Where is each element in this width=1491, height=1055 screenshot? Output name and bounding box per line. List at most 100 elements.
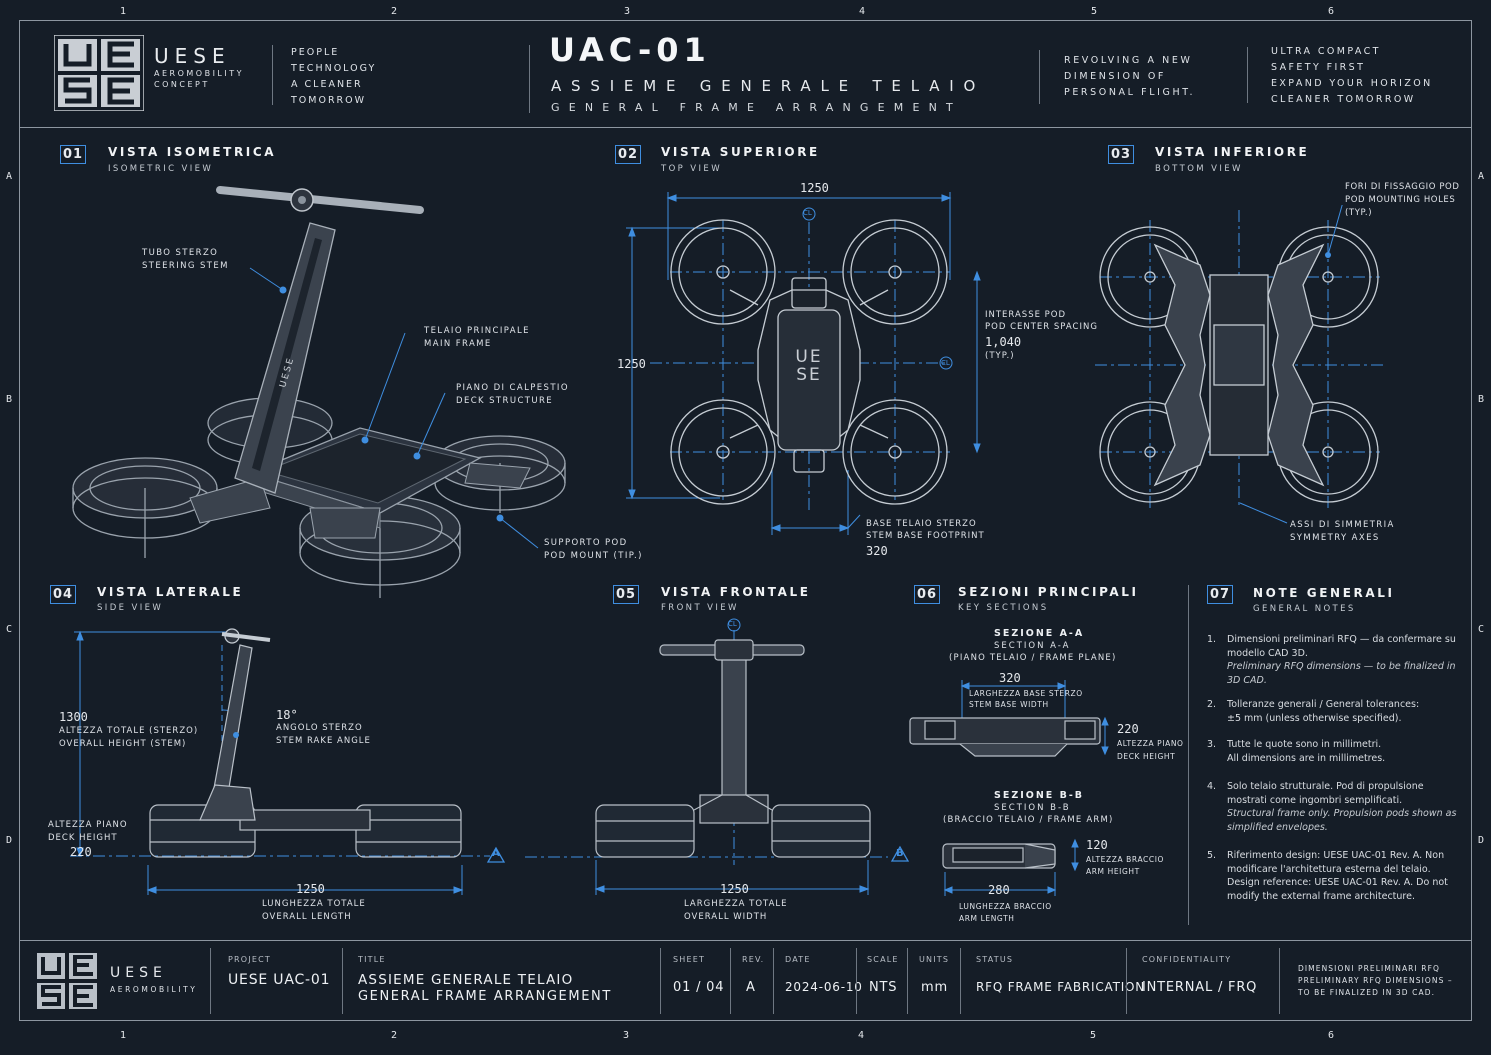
side-view-drawing xyxy=(70,628,506,895)
view-title-03: VISTA INFERIORE xyxy=(1155,145,1310,159)
callout-overall-width-it: LARGHEZZA TOTALE xyxy=(684,899,788,909)
callout-stem-base-en: STEM BASE FOOTPRINT xyxy=(866,531,985,541)
section-marker-b: B xyxy=(896,848,904,859)
callout-section-a-height-it: ALTEZZA PIANO xyxy=(1117,739,1184,748)
note-text-it: Tolleranze generali / General tolerances… xyxy=(1227,699,1420,710)
callout-section-a-width-it: LARGHEZZA BASE STERZO xyxy=(969,689,1083,698)
notes-divider xyxy=(1188,585,1189,925)
grid-col-5-bottom: 5 xyxy=(1090,1030,1097,1041)
note-text-en: Structural frame only. Propulsion pods s… xyxy=(1227,808,1457,833)
callout-pod-spacing-it: INTERASSE POD xyxy=(985,310,1067,320)
title-block-divider xyxy=(1279,948,1280,1014)
grid-col-2-bottom: 2 xyxy=(391,1030,398,1041)
sheet-value: 01 / 04 xyxy=(673,980,725,995)
grid-col-4: 4 xyxy=(859,6,866,17)
top-view-drawing: UE SE xyxy=(626,192,981,535)
header xyxy=(19,20,1472,128)
title-label: TITLE xyxy=(358,955,386,964)
view-subtitle-04: SIDE VIEW xyxy=(97,603,164,613)
callout-pod-holes-typ: (TYP.) xyxy=(1345,208,1373,218)
centerline-marker: CL xyxy=(728,620,737,628)
section-b-desc: (BRACCIO TELAIO / FRAME ARM) xyxy=(943,815,1114,825)
mission-2: DIMENSION OF xyxy=(1064,71,1166,82)
callout-overall-height-it: ALTEZZA TOTALE (STERZO) xyxy=(59,726,199,736)
brand-sub-2: CONCEPT xyxy=(154,80,210,89)
title-block-divider xyxy=(210,948,211,1014)
note-text-en: All dimensions are in millimetres. xyxy=(1227,752,1386,764)
grid-row-a-right: A xyxy=(1478,171,1485,182)
dim-stem-base: 320 xyxy=(866,544,888,558)
mission-1: REVOLVING A NEW xyxy=(1064,55,1193,66)
view-subtitle-02: TOP VIEW xyxy=(661,164,723,174)
section-b-title-it: SEZIONE B-B xyxy=(994,790,1085,801)
callout-deck-height-en: DECK HEIGHT xyxy=(48,833,118,843)
date-value: 2024-06-10 xyxy=(785,980,863,994)
view-number-06: 06 xyxy=(914,585,940,604)
callout-main-frame-en: MAIN FRAME xyxy=(424,339,492,349)
dim-top-width: 1250 xyxy=(800,181,829,195)
title-block-divider xyxy=(730,948,731,1014)
view-number-01: 01 xyxy=(60,145,86,164)
project-label: PROJECT xyxy=(228,955,271,964)
note-text-it: Tutte le quote sono in millimetri. xyxy=(1227,739,1382,750)
view-subtitle-06: KEY SECTIONS xyxy=(958,603,1049,613)
drawing-code: UAC-01 xyxy=(549,31,711,69)
callout-section-b-height-en: ARM HEIGHT xyxy=(1086,867,1140,876)
callout-overall-length-en: OVERALL LENGTH xyxy=(262,912,352,922)
callout-section-b-length-it: LUNGHEZZA BRACCIO xyxy=(959,902,1052,911)
rev-value: A xyxy=(746,980,756,995)
status-value: RFQ FRAME FABRICATION xyxy=(976,980,1146,994)
tagline-2: TECHNOLOGY xyxy=(291,63,377,74)
header-divider xyxy=(529,45,530,113)
view-subtitle-05: FRONT VIEW xyxy=(661,603,739,613)
view-title-06: SEZIONI PRINCIPALI xyxy=(958,585,1139,599)
callout-section-b-height-it: ALTEZZA BRACCIO xyxy=(1086,855,1165,864)
title-value-en: GENERAL FRAME ARRANGEMENT xyxy=(358,989,612,1004)
confidentiality-value: INTERNAL / FRQ xyxy=(1142,980,1258,995)
value-1: ULTRA COMPACT xyxy=(1271,46,1381,57)
dim-pod-spacing: 1,040 xyxy=(985,335,1022,349)
header-divider xyxy=(1247,47,1248,103)
centerline-marker: CL xyxy=(803,209,812,217)
grid-row-b-right: B xyxy=(1478,394,1485,405)
title-block-divider xyxy=(773,948,774,1014)
dim-section-a-height: 220 xyxy=(1117,722,1139,736)
dim-top-height: 1250 xyxy=(617,357,646,371)
grid-row-c: C xyxy=(6,624,13,635)
note-text-en: Preliminary RFQ dimensions — to be final… xyxy=(1227,661,1456,686)
mission-3: PERSONAL FLIGHT. xyxy=(1064,87,1196,98)
view-title-07: NOTE GENERALI xyxy=(1253,586,1395,600)
callout-deck-it: PIANO DI CALPESTIO xyxy=(456,383,569,393)
note-number: 1. xyxy=(1207,634,1217,645)
note-number: 5. xyxy=(1207,850,1217,861)
title-block xyxy=(19,940,1472,1021)
grid-col-4-bottom: 4 xyxy=(858,1030,865,1041)
section-a-drawing xyxy=(909,680,1109,757)
top-view-deck-brand: SE xyxy=(796,365,822,385)
note-item: 3. Tutte le quote sono in millimetri.All… xyxy=(1207,738,1457,766)
callout-section-a-width-en: STEM BASE WIDTH xyxy=(969,700,1049,709)
view-subtitle-01: ISOMETRIC VIEW xyxy=(108,164,214,174)
scale-value: NTS xyxy=(869,980,898,995)
note-text-en: Design reference: UESE UAC-01 Rev. A. Do… xyxy=(1227,877,1448,902)
callout-pod-spacing-en: POD CENTER SPACING xyxy=(985,322,1098,332)
note-number: 2. xyxy=(1207,699,1217,710)
note-item: 1. Dimensioni preliminari RFQ — da confe… xyxy=(1207,633,1457,689)
note-item: 5. Riferimento design: UESE UAC-01 Rev. … xyxy=(1207,849,1457,905)
callout-section-b-length-en: ARM LENGTH xyxy=(959,914,1015,923)
title-block-brand-sub: AEROMOBILITY xyxy=(110,985,198,994)
grid-col-6-bottom: 6 xyxy=(1328,1030,1335,1041)
project-value: UESE UAC-01 xyxy=(228,972,331,988)
grid-row-b: B xyxy=(6,394,13,405)
section-b-title-en: SECTION B-B xyxy=(994,803,1071,813)
callout-steering-stem-en: STEERING STEM xyxy=(142,261,229,271)
value-4: CLEANER TOMORROW xyxy=(1271,94,1416,105)
isometric-scooter-illustration: UESE xyxy=(72,186,566,598)
callout-deck-height-it: ALTEZZA PIANO xyxy=(48,820,128,830)
dim-pod-spacing-typ: (TYP.) xyxy=(985,351,1015,361)
dim-section-b-length: 280 xyxy=(988,883,1010,897)
tagline-4: TOMORROW xyxy=(291,95,367,106)
callout-overall-length-it: LUNGHEZZA TOTALE xyxy=(262,899,366,909)
callout-section-a-height-en: DECK HEIGHT xyxy=(1117,752,1176,761)
